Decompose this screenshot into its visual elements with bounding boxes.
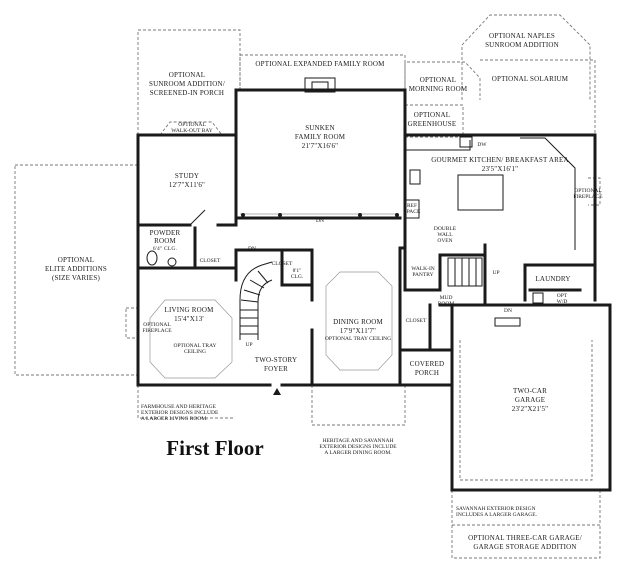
sink-icon [459,136,473,148]
label-laundry: LAUNDRY [535,275,570,283]
fixtures [146,77,593,481]
column [241,213,245,217]
label-dn-mud: DN [504,308,512,314]
sink-icon [167,257,177,267]
floor-title: First Floor [166,436,263,460]
label-dn-family: DN [316,218,324,224]
label-dn-hall: DN [248,246,256,252]
cooktop-icon [409,169,421,185]
family-fireplace [304,77,336,93]
label-up-kitchen: UP [492,270,499,276]
washer-dryer-icon [532,292,544,304]
label-tray-dining: OPTIONAL TRAY CEILING [325,336,391,342]
walls [136,88,612,492]
toilet-icon [146,250,158,266]
column [358,213,362,217]
label-closet-mud: CLOSET [406,318,427,324]
column [278,213,282,217]
label-optional-solarium: OPTIONAL SOLARIUM [492,75,569,83]
kitchen-island [457,174,504,211]
optional-areas [14,14,601,559]
kitchen-stair [447,257,483,287]
label-optional-three-car: OPTIONAL THREE-CAR GARAGE/GARAGE STORAGE… [468,534,582,551]
foyer-stair [239,261,273,340]
front-door-marker [273,388,281,395]
label-closet-hall: CLOSET [200,258,221,264]
label-closet-foyer: CLOSET8'1"CLG. [272,261,304,280]
label-optional-expanded-family: OPTIONAL EXPANDED FAMILY ROOM [255,60,385,68]
label-up-foyer: UP [245,342,252,348]
column [395,213,399,217]
label-dw: DW [477,142,487,148]
